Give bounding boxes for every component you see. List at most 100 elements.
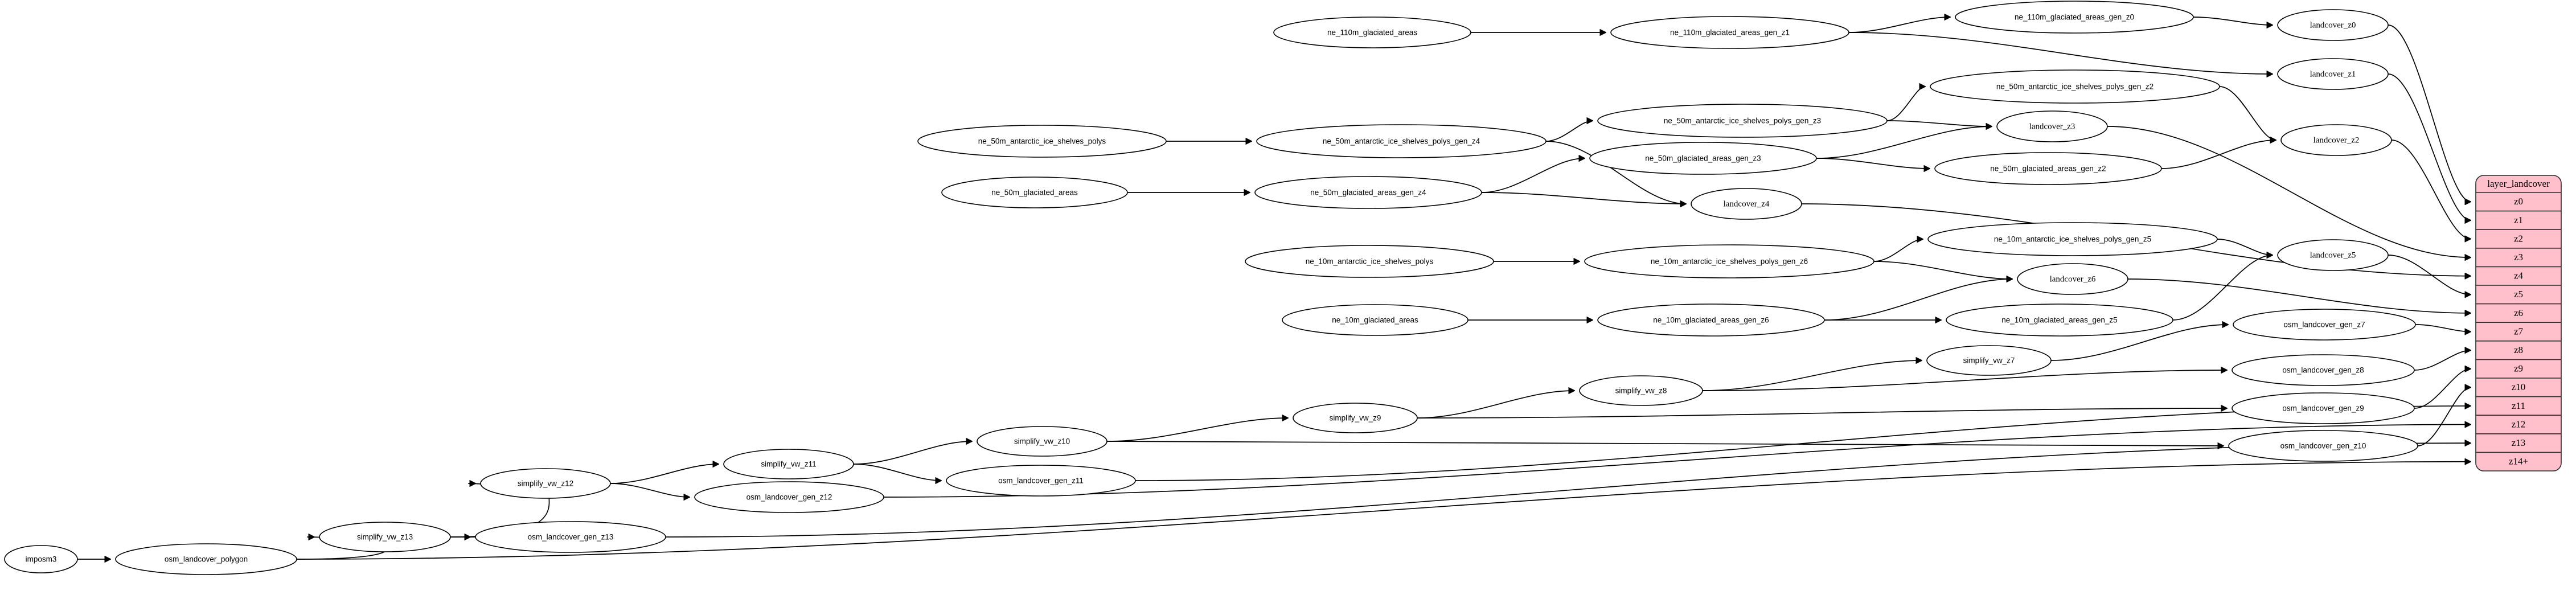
node-landcover_z1[interactable]: landcover_z1 [2277, 58, 2389, 90]
node-shape [1273, 17, 1471, 48]
node-ne_10m_antarctic_ice_shelves_polys_gen_z5[interactable]: ne_10m_antarctic_ice_shelves_polys_gen_z… [1927, 222, 2218, 256]
edge-landcover_z2-to-layer_landcover-z2 [2391, 140, 2471, 239]
record-row-z3[interactable]: z3 [2514, 252, 2523, 263]
node-shape [1589, 142, 1817, 175]
record-row-z0[interactable]: z0 [2514, 196, 2523, 207]
edge-osm_landcover_gen_z10-to-layer_landcover-z10 [2417, 387, 2471, 446]
node-imposm3[interactable]: imposm3 [4, 545, 78, 573]
record-row-z9[interactable]: z9 [2514, 363, 2523, 374]
node-label: ne_50m_glaciated_areas [991, 188, 1078, 197]
node-ne_110m_glaciated_areas_gen_z0[interactable]: ne_110m_glaciated_areas_gen_z0 [1955, 1, 2194, 34]
node-ne_10m_glaciated_areas_gen_z6[interactable]: ne_10m_glaciated_areas_gen_z6 [1597, 304, 1825, 337]
edge-ne_10m_glaciated_areas_gen_z5-to-landcover_z5 [2172, 255, 2273, 321]
node-shape [1597, 304, 1825, 337]
node-shape [2277, 9, 2389, 41]
edge-osm_landcover_gen_z12-to-layer_landcover-z12 [883, 425, 2471, 498]
node-osm_landcover_gen_z12[interactable]: osm_landcover_gen_z12 [694, 481, 884, 513]
node-label: ne_50m_antarctic_ice_shelves_polys_gen_z… [1664, 117, 1821, 125]
node-ne_50m_glaciated_areas_gen_z3[interactable]: ne_50m_glaciated_areas_gen_z3 [1589, 142, 1817, 175]
node-ne_50m_glaciated_areas_gen_z2[interactable]: ne_50m_glaciated_areas_gen_z2 [1934, 152, 2162, 185]
node-label: ne_50m_glaciated_areas_gen_z4 [1310, 188, 1426, 197]
node-simplify_vw_z13[interactable]: simplify_vw_z13 [319, 522, 451, 552]
record-row-z14+[interactable]: z14+ [2509, 456, 2528, 467]
edge-simplify_vw_z11-to-simplify_vw_z10 [853, 441, 972, 465]
node-landcover_z5[interactable]: landcover_z5 [2277, 239, 2389, 271]
node-ne_10m_glaciated_areas[interactable]: ne_10m_glaciated_areas [1282, 304, 1469, 336]
record-row-z6[interactable]: z6 [2514, 307, 2523, 318]
record-node-layer-landcover: layer_landcoverz0z1z2z3z4z5z6z7z8z9z10z1… [2475, 175, 2562, 471]
edge-osm_landcover_gen_z7-to-layer_landcover-z7 [2415, 324, 2471, 332]
node-osm_landcover_polygon[interactable]: osm_landcover_polygon [115, 543, 297, 575]
node-label: landcover_z4 [1724, 199, 1770, 208]
node-ne_50m_glaciated_areas[interactable]: ne_50m_glaciated_areas [941, 177, 1128, 208]
node-label: landcover_z5 [2310, 251, 2356, 260]
edge-osm_landcover_gen_z13-to-layer_landcover-z13 [665, 443, 2471, 538]
node-label: osm_landcover_gen_z13 [528, 533, 614, 542]
node-simplify_vw_z10[interactable]: simplify_vw_z10 [977, 426, 1107, 457]
node-osm_landcover_gen_z11[interactable]: osm_landcover_gen_z11 [946, 465, 1136, 497]
node-label: ne_110m_glaciated_areas [1327, 28, 1417, 37]
node-shape [1254, 176, 1482, 209]
node-ne_50m_antarctic_ice_shelves_polys_gen_z3[interactable]: ne_50m_antarctic_ice_shelves_polys_gen_z… [1597, 104, 1888, 138]
node-label: ne_10m_antarctic_ice_shelves_polys_gen_z… [1994, 235, 2151, 244]
record-row-z5[interactable]: z5 [2514, 289, 2523, 300]
node-ne_110m_glaciated_areas[interactable]: ne_110m_glaciated_areas [1273, 17, 1471, 48]
record-row-z7[interactable]: z7 [2514, 326, 2524, 337]
edge-simplify_vw_z8-to-osm_landcover_gen_z8 [1702, 370, 2227, 391]
node-shape [917, 125, 1167, 158]
node-label: ne_50m_antarctic_ice_shelves_polys [978, 137, 1106, 146]
node-landcover_z0[interactable]: landcover_z0 [2277, 9, 2389, 41]
node-shape [1946, 304, 2173, 337]
node-ne_50m_antarctic_ice_shelves_polys_gen_z2[interactable]: ne_50m_antarctic_ice_shelves_polys_gen_z… [1930, 69, 2220, 104]
node-ne_10m_glaciated_areas_gen_z5[interactable]: ne_10m_glaciated_areas_gen_z5 [1946, 304, 2173, 337]
record-row-z8[interactable]: z8 [2514, 345, 2523, 355]
node-label: ne_50m_glaciated_areas_gen_z2 [1990, 165, 2106, 173]
node-osm_landcover_gen_z8[interactable]: osm_landcover_gen_z8 [2232, 354, 2415, 386]
edge-simplify_vw_z7-to-osm_landcover_gen_z7 [2050, 325, 2228, 361]
record-row-z4[interactable]: z4 [2514, 270, 2524, 281]
record-row-z12[interactable]: z12 [2512, 419, 2526, 429]
node-shape [1579, 375, 1703, 406]
record-row-z11[interactable]: z11 [2512, 400, 2525, 411]
node-simplify_vw_z8[interactable]: simplify_vw_z8 [1579, 375, 1703, 406]
node-label: ne_10m_glaciated_areas [1332, 316, 1418, 325]
record-row-z2[interactable]: z2 [2514, 233, 2523, 244]
node-label: imposm3 [26, 555, 57, 564]
node-simplify_vw_z9[interactable]: simplify_vw_z9 [1293, 403, 1418, 433]
record-row-z1[interactable]: z1 [2514, 215, 2523, 225]
edge-landcover_z6-to-layer_landcover-z6 [2127, 278, 2471, 313]
node-landcover_z2[interactable]: landcover_z2 [2280, 124, 2392, 156]
node-label: osm_landcover_gen_z11 [998, 477, 1084, 485]
node-ne_110m_glaciated_areas_gen_z1[interactable]: ne_110m_glaciated_areas_gen_z1 [1610, 16, 1849, 49]
record-row-z13[interactable]: z13 [2512, 437, 2526, 448]
node-ne_50m_antarctic_ice_shelves_polys[interactable]: ne_50m_antarctic_ice_shelves_polys [917, 125, 1167, 158]
node-osm_landcover_gen_z10[interactable]: osm_landcover_gen_z10 [2228, 430, 2418, 462]
node-ne_10m_antarctic_ice_shelves_polys_gen_z6[interactable]: ne_10m_antarctic_ice_shelves_polys_gen_z… [1584, 244, 1874, 278]
node-shape [475, 521, 666, 553]
node-ne_50m_antarctic_ice_shelves_polys_gen_z4[interactable]: ne_50m_antarctic_ice_shelves_polys_gen_z… [1256, 124, 1547, 158]
edge-simplify_vw_z10-to-simplify_vw_z9 [1106, 418, 1288, 442]
edge-simplify_vw_z9-to-simplify_vw_z8 [1417, 391, 1574, 419]
edge-ne_50m_antarctic_ice_shelves_polys_gen_z3-to-landcover_z3 [1886, 120, 1992, 126]
node-simplify_vw_z11[interactable]: simplify_vw_z11 [723, 449, 854, 479]
edge-layer [77, 17, 2471, 559]
edge-simplify_vw_z10-to-osm_landcover_gen_z10 [1106, 441, 2224, 446]
edge-ne_110m_glaciated_areas_gen_z0-to-landcover_z0 [2193, 17, 2273, 25]
node-osm_landcover_gen_z7[interactable]: osm_landcover_gen_z7 [2233, 309, 2416, 341]
node-landcover_z6[interactable]: landcover_z6 [2017, 263, 2128, 295]
node-ne_10m_antarctic_ice_shelves_polys[interactable]: ne_10m_antarctic_ice_shelves_polys [1245, 245, 1494, 278]
node-ne_50m_glaciated_areas_gen_z4[interactable]: ne_50m_glaciated_areas_gen_z4 [1254, 176, 1482, 209]
edge-ne_50m_glaciated_areas_gen_z4-to-ne_50m_glaciated_areas_gen_z3 [1481, 158, 1585, 193]
node-label: ne_10m_glaciated_areas_gen_z6 [1653, 316, 1769, 325]
node-osm_landcover_gen_z13[interactable]: osm_landcover_gen_z13 [475, 521, 666, 553]
edge-ne_110m_glaciated_areas_gen_z1-to-ne_110m_glaciated_areas_gen_z0 [1848, 17, 1950, 33]
node-landcover_z3[interactable]: landcover_z3 [1996, 110, 2108, 142]
node-osm_landcover_gen_z9[interactable]: osm_landcover_gen_z9 [2232, 392, 2415, 424]
node-landcover_z4[interactable]: landcover_z4 [1691, 188, 1802, 220]
node-label: ne_50m_antarctic_ice_shelves_polys_gen_z… [1323, 137, 1480, 146]
record-row-z10[interactable]: z10 [2512, 382, 2526, 392]
node-simplify_vw_z12[interactable]: simplify_vw_z12 [480, 468, 611, 499]
node-simplify_vw_z7[interactable]: simplify_vw_z7 [1926, 345, 2052, 376]
